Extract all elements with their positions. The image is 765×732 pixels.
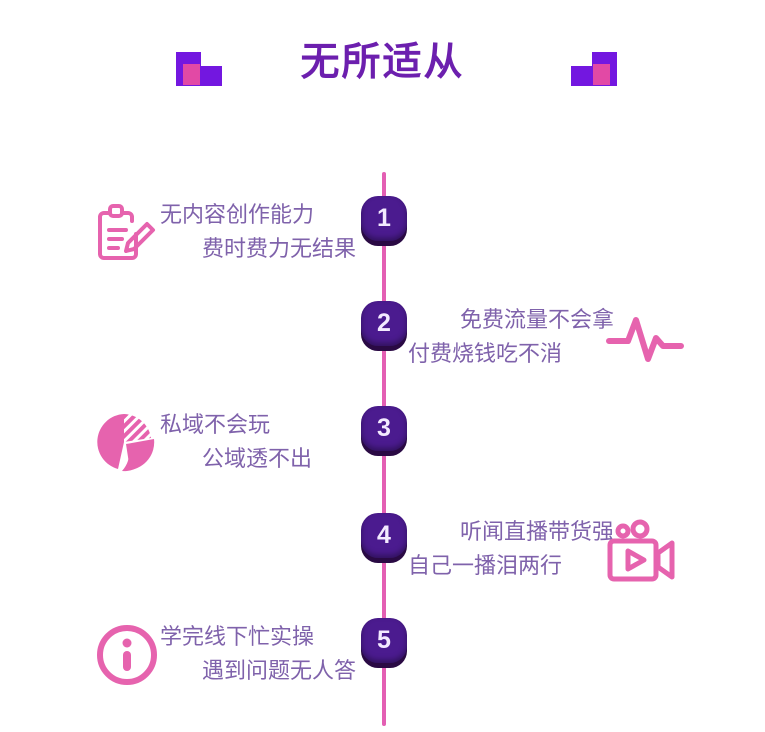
- video-camera-icon: [606, 519, 678, 590]
- timeline-item-line2: 付费烧钱吃不消: [408, 341, 563, 366]
- badge-disc: [361, 406, 407, 451]
- badge-number: 4: [377, 521, 391, 549]
- badge-disc: [361, 618, 407, 663]
- timeline-item-line2: 公域透不出: [202, 446, 313, 471]
- badge-disc: [361, 301, 407, 346]
- timeline-item-text: 无内容创作能力 费时费力无结果: [160, 198, 356, 266]
- decoration-left: [176, 52, 232, 88]
- page-title: 无所适从: [300, 41, 465, 84]
- badge-disc: [361, 196, 407, 241]
- timeline-badge-1: 1: [360, 196, 408, 246]
- decoration-block-inner: [593, 64, 610, 85]
- badge-number: 3: [377, 414, 391, 442]
- timeline-item-line1: 无内容创作能力: [160, 202, 315, 227]
- badge-number: 2: [377, 309, 391, 337]
- timeline-item-line1: 私域不会玩: [160, 412, 271, 437]
- timeline-item: 学完线下忙实操 遇到问题无人答 5: [0, 618, 765, 708]
- timeline-badge-3: 3: [360, 406, 408, 456]
- info-circle-icon: [96, 624, 158, 691]
- timeline-badge-2: 2: [360, 301, 408, 351]
- timeline-item: 4 听闻直播带货强 自己一播泪两行: [0, 513, 765, 603]
- timeline-item-line1: 学完线下忙实操: [160, 624, 315, 649]
- timeline-item-text: 学完线下忙实操 遇到问题无人答: [160, 620, 356, 688]
- timeline-item: 2 免费流量不会拿 付费烧钱吃不消: [0, 301, 765, 391]
- timeline-badge-5: 5: [360, 618, 408, 668]
- badge-number: 5: [377, 626, 391, 654]
- decoration-block-short: [200, 66, 222, 86]
- timeline-item: 无内容创作能力 费时费力无结果 1: [0, 196, 765, 286]
- timeline-item-text: 私域不会玩 公域透不出: [160, 408, 312, 476]
- pulse-heartbeat-icon: [606, 307, 684, 372]
- clipboard-pencil-icon: [96, 202, 156, 269]
- badge-disc: [361, 513, 407, 558]
- decoration-right: [561, 52, 617, 88]
- timeline-item-text: 免费流量不会拿 付费烧钱吃不消: [408, 303, 614, 371]
- decoration-block-short: [571, 66, 593, 86]
- timeline-badge-4: 4: [360, 513, 408, 563]
- pie-chart-icon: [96, 412, 156, 479]
- timeline-item: 私域不会玩 公域透不出 3: [0, 406, 765, 496]
- timeline-item-line2: 自己一播泪两行: [408, 553, 563, 578]
- badge-number: 1: [377, 204, 391, 232]
- decoration-block-inner: [183, 64, 200, 85]
- page-header: 无所适从: [0, 0, 765, 120]
- timeline-item-line1: 免费流量不会拿: [460, 307, 615, 332]
- timeline-item-line2: 遇到问题无人答: [202, 658, 357, 683]
- timeline-item-text: 听闻直播带货强 自己一播泪两行: [408, 515, 614, 583]
- timeline-item-line1: 听闻直播带货强: [460, 519, 615, 544]
- timeline-item-line2: 费时费力无结果: [202, 236, 357, 261]
